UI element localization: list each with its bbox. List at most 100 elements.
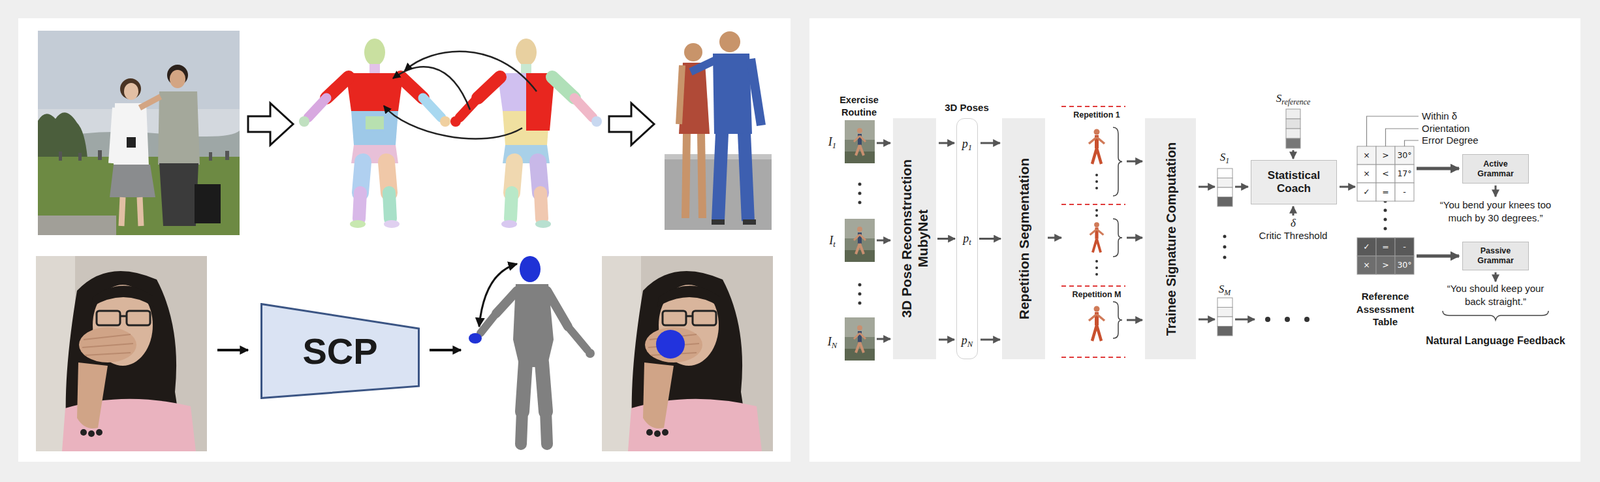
ellipsis-dots-part [1095, 259, 1099, 263]
brace-part [1442, 310, 1549, 320]
node-label: Active Grammar [1466, 159, 1525, 179]
self-contact-body-part [496, 290, 518, 314]
reconstructed-people-part [742, 219, 756, 225]
flow-arrow-part [876, 338, 891, 341]
ellipsis-dots-part [1095, 180, 1099, 183]
reconstructed-people-part [719, 31, 741, 53]
group-photo-part [139, 197, 142, 226]
group-photo-part [37, 215, 117, 236]
reconstructed-people-part [684, 43, 703, 62]
group-photo-part [169, 69, 186, 89]
node-label: Trainee Signature Computation [1162, 122, 1179, 355]
table-cell: 30° [1395, 255, 1414, 275]
text-label: 3D Poses [937, 101, 997, 115]
table-cell: - [1395, 237, 1414, 256]
ellipsis-dots-part [1304, 316, 1310, 322]
group-photo-part [120, 78, 142, 100]
label-slot: 3D Poses [937, 101, 997, 115]
table-cell: × [1357, 164, 1377, 183]
label-slot: “You should keep your back straight.” [1436, 282, 1555, 308]
text-label: Repetition M [1064, 289, 1130, 300]
brace-part [1113, 301, 1123, 339]
segmented-body-part [423, 97, 442, 118]
panel-background-part [809, 18, 1581, 462]
self-contact-body-part [519, 255, 541, 283]
segmented-body-part [535, 219, 551, 228]
table-cell: 17° [1395, 164, 1414, 183]
reconstructed-people-part [712, 53, 753, 134]
label-slot: δ [1283, 216, 1303, 231]
math-symbol: δ [1283, 216, 1303, 231]
repetition-divider-part [1061, 285, 1126, 287]
pose-label: pt [956, 231, 978, 246]
segmented-body [298, 38, 602, 228]
segmented-body-part [439, 116, 451, 127]
exercise-frame-part [844, 317, 875, 361]
segmented-body-part [591, 116, 602, 127]
text-label: Within δ [1421, 109, 1507, 123]
flow-arrow-part [876, 142, 891, 145]
ellipsis-dots-part [858, 191, 862, 196]
ellipsis-dots-part [858, 182, 862, 187]
label-slot: Within δ [1421, 109, 1507, 123]
table-cell: 30° [1395, 146, 1414, 165]
output-photo-part [601, 255, 773, 452]
pose-column: p1ptpN [956, 118, 978, 360]
flow-arrow-part [1126, 319, 1143, 322]
signature-bar-part [1217, 197, 1233, 207]
segmented-body-part [383, 219, 400, 228]
flow-arrow-part [938, 142, 955, 145]
assessment-table-part [1357, 255, 1377, 275]
process-box: Trainee Signature Computation [1145, 118, 1196, 360]
brace-part [1113, 218, 1123, 257]
group-photo-part-part [208, 152, 213, 161]
ellipsis-dots-part [858, 292, 862, 296]
flow-arrow-part [1126, 160, 1143, 163]
table-cell: > [1376, 146, 1396, 165]
assessment-table-part [1376, 255, 1396, 275]
ellipsis-dots-part [858, 283, 862, 287]
flow-arrow-part [1235, 318, 1255, 321]
table-cell: = [1376, 237, 1396, 256]
label-slot: > [1376, 255, 1396, 275]
label-slot: S1 [1211, 150, 1238, 165]
text-label: Orientation [1421, 122, 1507, 136]
node-label: Repetition Segmentation [1015, 125, 1032, 352]
flow-arrow-part [938, 338, 955, 341]
segmented-body-part [574, 97, 593, 118]
self-contact-body-part [520, 411, 523, 444]
table-cell: = [1376, 182, 1396, 202]
flow-arrow-part [1292, 206, 1295, 216]
self-contact-body-part [522, 362, 526, 412]
group-photo-part [112, 107, 117, 164]
ellipsis-dots-part [1095, 272, 1099, 276]
group-photo-part [37, 30, 240, 110]
math-symbol: IN [822, 334, 843, 350]
ellipsis-dots-part [1383, 218, 1388, 222]
group-photo-part [37, 30, 240, 236]
node-label: Passive Grammar [1466, 246, 1525, 266]
self-contact-body-part [479, 263, 518, 327]
math-symbol: It [822, 233, 843, 249]
group-photo-part [139, 96, 161, 108]
segmented-body-part [392, 66, 471, 110]
table-cell: - [1395, 182, 1414, 202]
label-slot: 30° [1395, 146, 1414, 165]
reconstructed-people-part [690, 60, 716, 72]
label-slot: × [1357, 164, 1377, 183]
math-symbol: Sreference [1260, 91, 1326, 106]
label-slot: It [822, 233, 843, 249]
self-contact-body-part [585, 348, 595, 358]
signature-bar-part [1286, 128, 1301, 139]
label-slot: SM [1211, 282, 1238, 297]
flow-arrow-part [1198, 186, 1215, 189]
output-photo [601, 255, 773, 452]
repetition-divider [1061, 106, 1126, 358]
signature-bar-part [1286, 109, 1301, 119]
segmented-body-part [351, 110, 399, 145]
table-cell: × [1357, 146, 1377, 165]
leader-line-part [1404, 140, 1420, 147]
label-slot: 17° [1395, 164, 1414, 183]
self-contact-body-part [480, 313, 497, 333]
group-photo-part [126, 137, 136, 148]
